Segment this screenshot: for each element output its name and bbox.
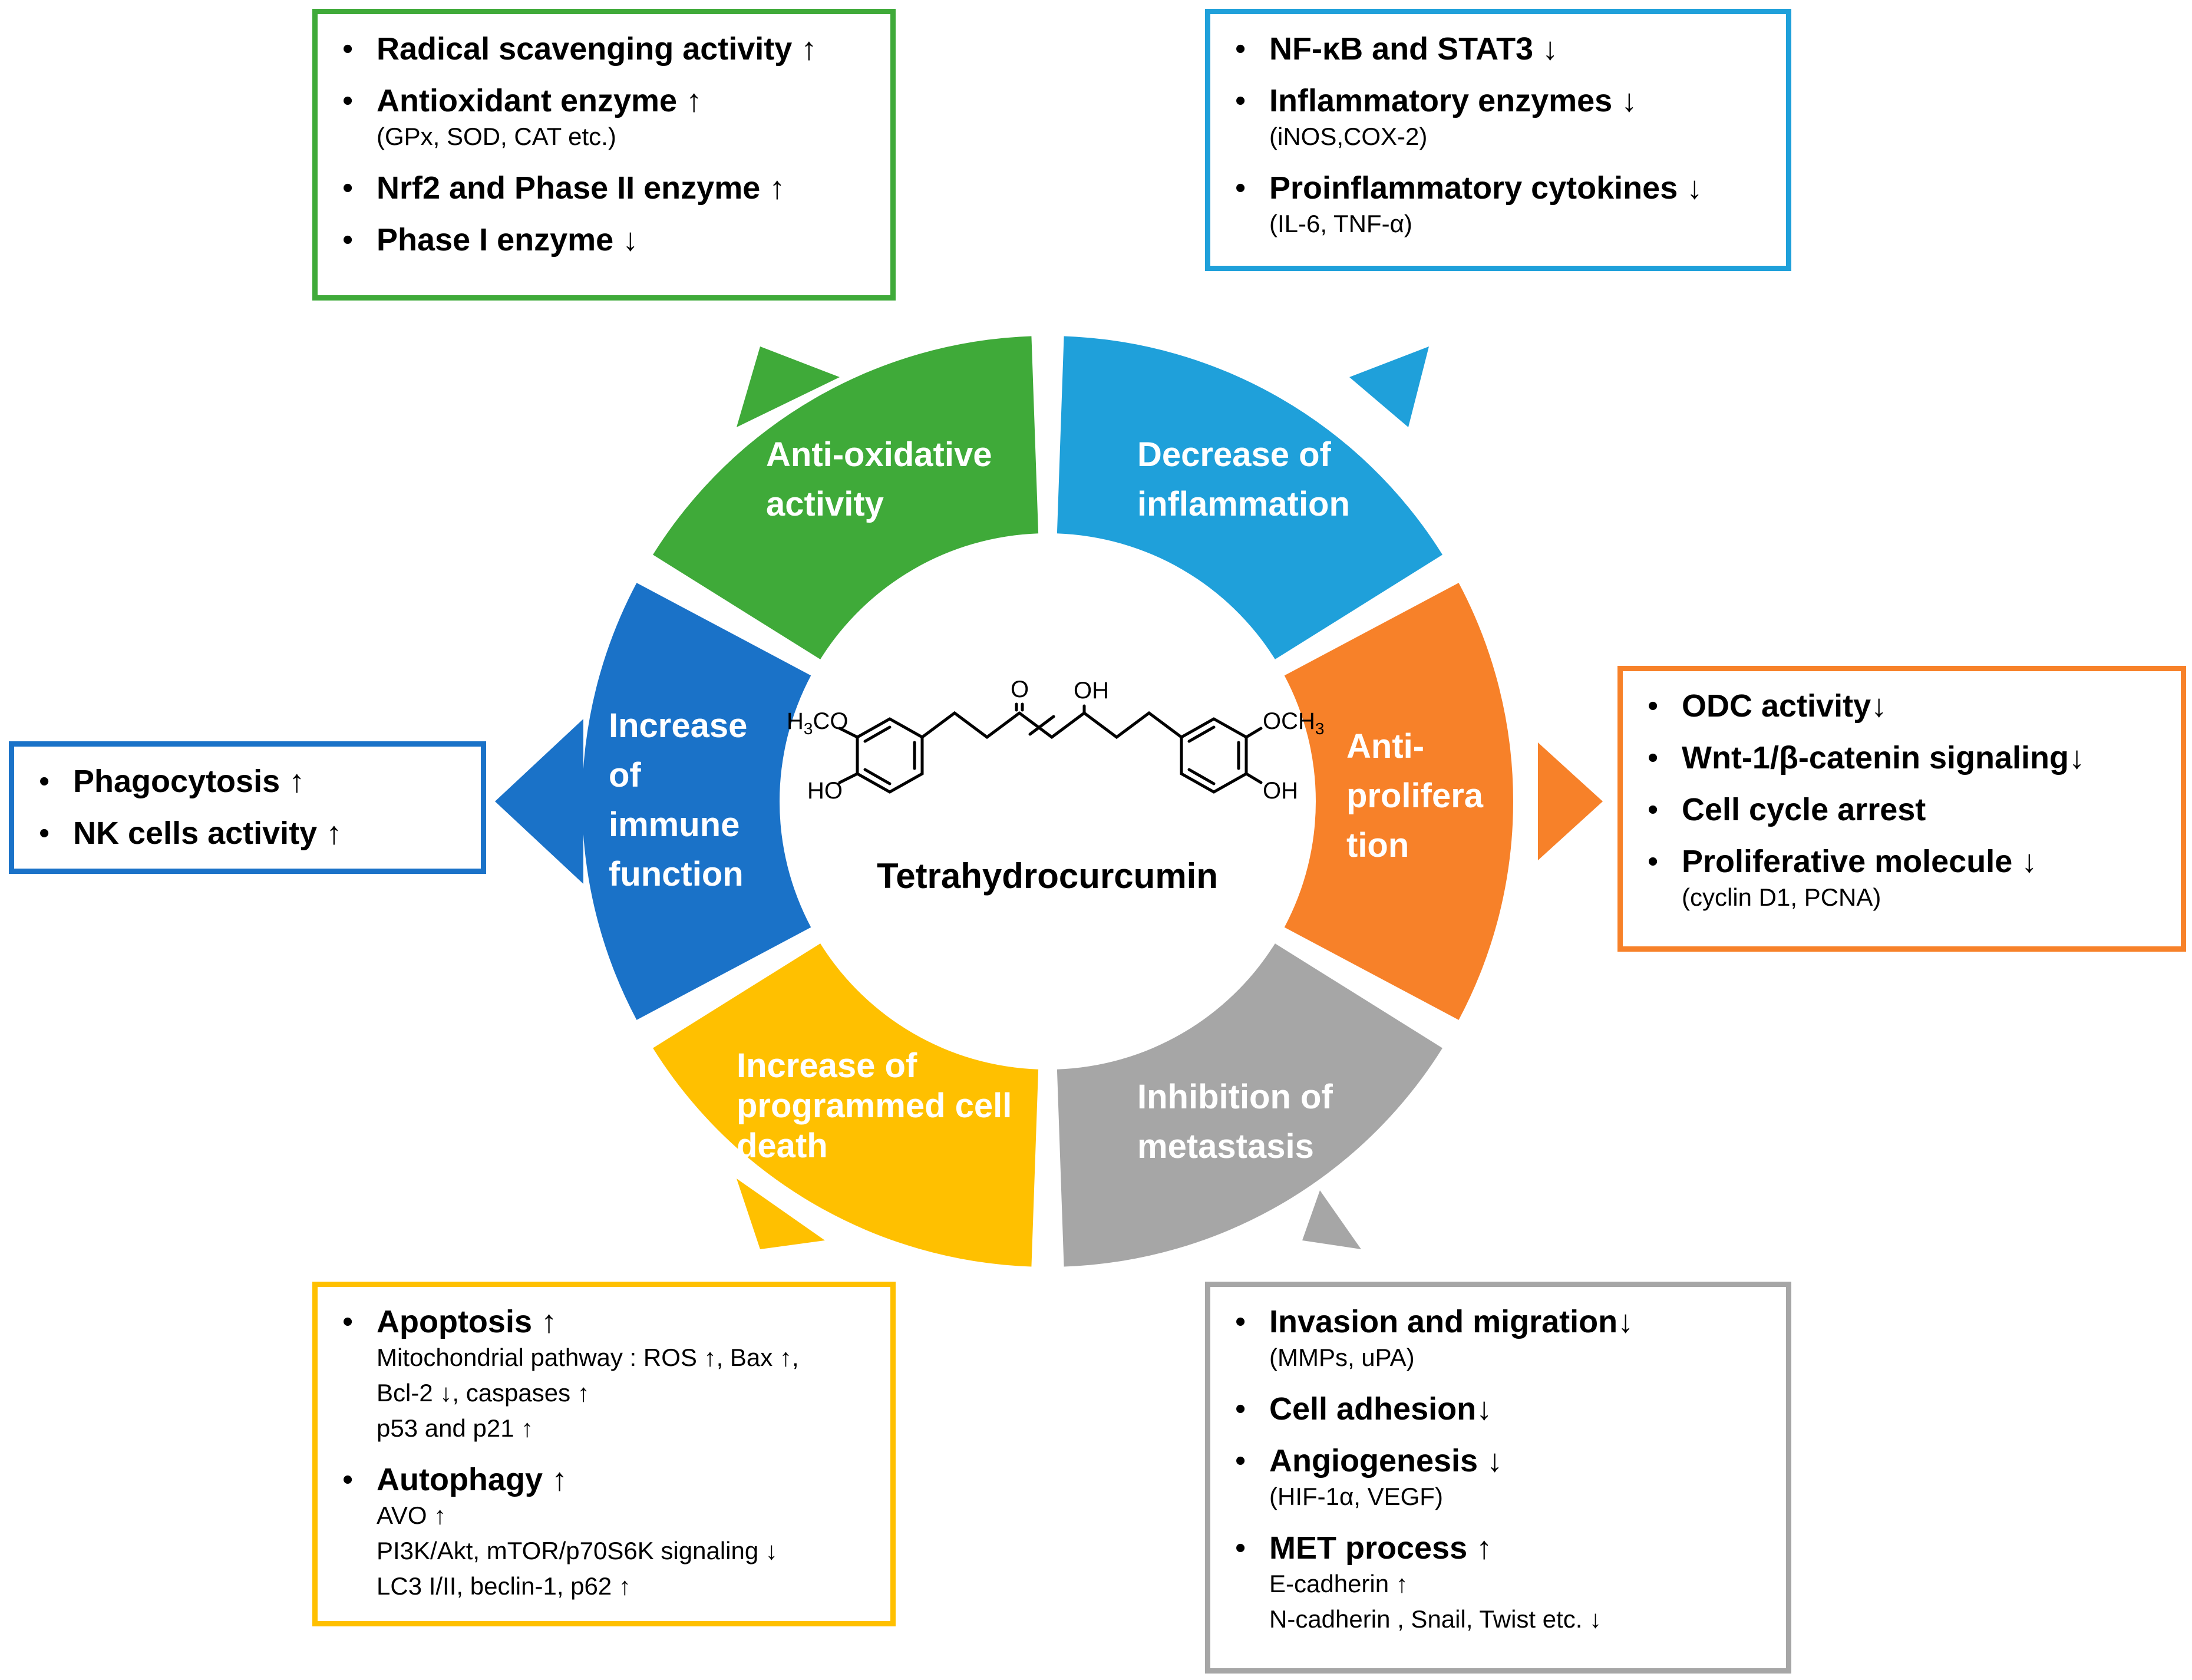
- item-detail: (IL-6, TNF-α): [1269, 210, 1412, 237]
- item-detail: (GPx, SOD, CAT etc.): [377, 123, 616, 150]
- enol-double-bond: [1028, 715, 1055, 736]
- left-ring-double-bond: [863, 768, 892, 785]
- list-item: Phagocytosis ↑: [32, 763, 463, 800]
- enol-hydroxyl-label: OH: [1074, 678, 1109, 704]
- item-detail: N-cadherin , Snail, Twist etc. ↓: [1269, 1605, 1602, 1633]
- item-title: Phase I enzyme ↓: [377, 222, 639, 258]
- right-methoxy-bond: [1244, 727, 1263, 739]
- molecule-name: Tetrahydrocurcumin: [877, 856, 1218, 896]
- list-item: Antioxidant enzyme ↑ (GPx, SOD, CAT etc.): [335, 82, 873, 154]
- item-detail: (iNOS,COX-2): [1269, 123, 1428, 150]
- list-item: Wnt-1/β-catenin signaling↓: [1640, 740, 2163, 776]
- antiproliferation-segment: [1284, 583, 1513, 1020]
- metastasis-arrow: [1302, 1190, 1361, 1249]
- list-item: NK cells activity ↑: [32, 815, 463, 851]
- antiproliferation-box: ODC activity↓ Wnt-1/β-catenin signaling↓…: [1617, 666, 2186, 952]
- celldeath-segment: [653, 943, 1039, 1267]
- item-detail: LC3 I/II, beclin-1, p62 ↑: [377, 1572, 631, 1600]
- inflammation-box: NF-κB and STAT3 ↓ Inflammatory enzymes ↓…: [1205, 9, 1791, 271]
- list-item: Autophagy ↑ AVO ↑ PI3K/Akt, mTOR/p70S6K …: [335, 1461, 873, 1604]
- item-title: Inflammatory enzymes ↓: [1269, 83, 1638, 118]
- tetrahydrocurcumin-structure: [838, 702, 1263, 794]
- immune-segment: [582, 583, 811, 1020]
- item-title: MET process ↑: [1269, 1530, 1493, 1566]
- list-item: MET process ↑ E-cadherin ↑ N-cadherin , …: [1228, 1530, 1768, 1637]
- left-methoxy-bond: [838, 727, 859, 739]
- item-title: Angiogenesis ↓: [1269, 1443, 1503, 1478]
- right-linker-chain: [1082, 711, 1183, 740]
- list-item: ODC activity↓: [1640, 688, 2163, 724]
- item-title: Invasion and migration↓: [1269, 1304, 1634, 1339]
- metastasis-box: Invasion and migration↓ (MMPs, uPA) Cell …: [1205, 1282, 1791, 1674]
- list-item: Cell cycle arrest: [1640, 791, 2163, 828]
- item-title: NK cells activity ↑: [73, 816, 342, 851]
- right-benzene-ring: [1180, 717, 1248, 794]
- item-detail: (cyclin D1, PCNA): [1682, 883, 1881, 911]
- item-detail: Mitochondrial pathway : ROS ↑, Bax ↑,: [377, 1344, 799, 1371]
- right-hydroxy-bond: [1244, 772, 1263, 784]
- antioxidative-arrow: [737, 346, 840, 427]
- left-methoxy-label: H3CO: [787, 708, 849, 738]
- enol-chain: [1018, 711, 1086, 740]
- item-detail: Bcl-2 ↓, caspases ↑: [377, 1379, 590, 1407]
- list-item: Apoptosis ↑ Mitochondrial pathway : ROS …: [335, 1303, 873, 1446]
- item-detail: (HIF-1α, VEGF): [1269, 1483, 1443, 1510]
- list-item: Inflammatory enzymes ↓ (iNOS,COX-2): [1228, 82, 1768, 154]
- antioxidative-label: Anti-oxidative activity: [766, 435, 992, 523]
- list-item: Cell adhesion↓: [1228, 1391, 1768, 1427]
- item-title: Cell adhesion↓: [1269, 1391, 1493, 1427]
- item-title: Radical scavenging activity ↑: [377, 31, 817, 67]
- list-item: Radical scavenging activity ↑: [335, 31, 873, 67]
- antiproliferation-label: Anti- prolifera tion: [1346, 727, 1484, 864]
- inflammation-segment: [1057, 336, 1442, 659]
- left-hydroxy-label: HO: [807, 778, 843, 804]
- item-detail: (MMPs, uPA): [1269, 1344, 1415, 1371]
- celldeath-box: Apoptosis ↑ Mitochondrial pathway : ROS …: [312, 1282, 896, 1626]
- list-item: NF-κB and STAT3 ↓: [1228, 31, 1768, 67]
- item-title: Cell cycle arrest: [1682, 792, 1926, 827]
- item-title: Phagocytosis ↑: [73, 764, 305, 799]
- item-title: ODC activity↓: [1682, 688, 1887, 724]
- left-benzene-ring: [856, 717, 924, 794]
- list-item: Phase I enzyme ↓: [335, 222, 873, 258]
- item-title: Wnt-1/β-catenin signaling↓: [1682, 740, 2085, 775]
- list-item: Nrf2 and Phase II enzyme ↑: [335, 170, 873, 206]
- item-title: Nrf2 and Phase II enzyme ↑: [377, 170, 785, 206]
- list-item: Proinflammatory cytokines ↓ (IL-6, TNF-α): [1228, 170, 1768, 242]
- immune-box: Phagocytosis ↑ NK cells activity ↑: [9, 741, 486, 874]
- metastasis-label: Inhibition of metastasis: [1137, 1078, 1333, 1166]
- item-title: NF-κB and STAT3 ↓: [1269, 31, 1559, 67]
- list-item: Proliferative molecule ↓ (cyclin D1, PCNA…: [1640, 843, 2163, 915]
- item-title: Autophagy ↑: [377, 1462, 567, 1497]
- item-title: Apoptosis ↑: [377, 1304, 557, 1339]
- list-item: Invasion and migration↓ (MMPs, uPA): [1228, 1303, 1768, 1375]
- antiproliferation-arrow: [1538, 742, 1603, 860]
- item-detail: PI3K/Akt, mTOR/p70S6K signaling ↓: [377, 1537, 778, 1565]
- item-title: Proliferative molecule ↓: [1682, 844, 2038, 879]
- celldeath-label: Increase of programmed cell death: [737, 1047, 1012, 1165]
- left-linker-chain: [920, 711, 1021, 740]
- item-title: Antioxidant enzyme ↑: [377, 83, 702, 118]
- right-ring-double-bond: [1187, 768, 1216, 785]
- keto-oxygen-label: O: [1011, 676, 1029, 702]
- immune-label: Increase of immune function: [609, 707, 748, 893]
- metastasis-segment: [1057, 943, 1442, 1267]
- celldeath-arrow: [737, 1179, 825, 1249]
- left-ring-double-bond: [863, 725, 892, 743]
- item-title: Proinflammatory cytokines ↓: [1269, 170, 1703, 206]
- immune-arrow: [495, 719, 583, 884]
- item-detail: E-cadherin ↑: [1269, 1570, 1408, 1598]
- item-detail: p53 and p21 ↑: [377, 1414, 534, 1442]
- list-item: Angiogenesis ↓ (HIF-1α, VEGF): [1228, 1443, 1768, 1514]
- left-hydroxy-bond: [838, 772, 859, 784]
- item-detail: AVO ↑: [377, 1501, 447, 1529]
- right-methoxy-label: OCH3: [1263, 708, 1325, 738]
- right-hydroxy-label: OH: [1263, 778, 1298, 804]
- right-ring-double-bond: [1187, 725, 1216, 743]
- inflammation-label: Decrease of inflammation: [1137, 435, 1350, 523]
- inflammation-arrow: [1349, 346, 1429, 427]
- antioxidative-segment: [653, 336, 1039, 659]
- antioxidative-box: Radical scavenging activity ↑ Antioxidan…: [312, 9, 896, 301]
